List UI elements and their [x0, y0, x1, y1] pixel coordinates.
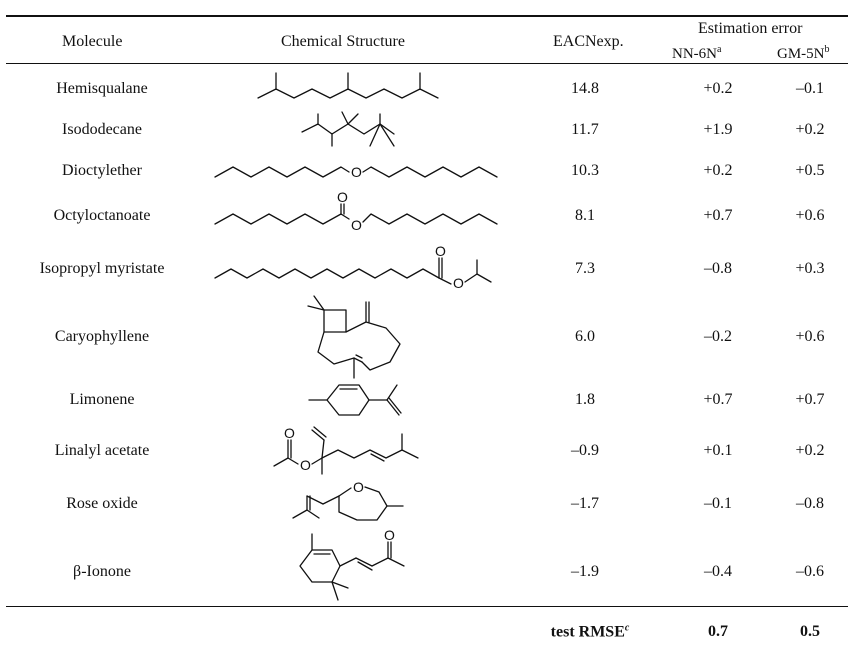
footer-label: test RMSEc — [551, 622, 630, 641]
header-molecule: Molecule — [62, 33, 123, 50]
structure-beta-ionone: O — [299, 527, 405, 601]
row-nn-error: +0.7 — [703, 391, 733, 408]
row-name: Octyloctanoate — [53, 207, 151, 224]
structure-octyloctanoate: O O — [214, 189, 498, 233]
row-name: Dioctylether — [62, 162, 142, 179]
structure-dioctylether: O — [214, 164, 498, 180]
row-name: Hemisqualane — [56, 80, 148, 97]
atom-label-o: O — [284, 425, 295, 441]
row-exp: –1.9 — [571, 563, 599, 580]
atom-label-o: O — [384, 527, 395, 543]
row-nn-error: –0.1 — [704, 495, 732, 512]
atom-label-o: O — [435, 243, 446, 259]
header-structure: Chemical Structure — [281, 33, 405, 50]
row-exp: 10.3 — [571, 162, 599, 179]
header-nn-label: NN-6N — [672, 46, 717, 62]
row-nn-error: –0.2 — [704, 328, 732, 345]
row-name: Linalyl acetate — [54, 442, 150, 459]
row-exp: 1.8 — [575, 391, 595, 408]
header-gm-label: GM-5N — [777, 46, 825, 62]
row-nn-error: +0.2 — [703, 80, 733, 97]
header-nn: NN-6Na — [672, 44, 721, 63]
atom-label-o: O — [353, 479, 364, 495]
row-gm-error: –0.8 — [796, 495, 824, 512]
row-gm-error: +0.6 — [795, 207, 825, 224]
footer-label-sup: c — [624, 622, 630, 634]
footer-nn-rmse: 0.7 — [708, 623, 728, 640]
row-gm-error: +0.5 — [795, 162, 825, 179]
top-rule — [6, 15, 848, 17]
row-name: β-Ionone — [73, 563, 131, 580]
row-gm-error: –0.6 — [796, 563, 824, 580]
row-name: Caryophyllene — [54, 328, 150, 345]
footer-gm-rmse: 0.5 — [800, 623, 820, 640]
structure-isopropyl-myristate: O O — [214, 243, 492, 291]
atom-label-o: O — [351, 217, 362, 233]
footer-label-text: test RMSE — [550, 623, 625, 641]
row-exp: 11.7 — [571, 121, 599, 138]
row-nn-error: –0.4 — [704, 563, 732, 580]
atom-label-o: O — [351, 164, 362, 180]
row-nn-error: +0.2 — [703, 162, 733, 179]
row-exp: 14.8 — [571, 80, 599, 97]
structure-isododecane — [301, 111, 395, 147]
header-exp: EACNexp. — [553, 33, 624, 50]
row-name: Isododecane — [62, 121, 142, 138]
row-gm-error: +0.6 — [795, 328, 825, 345]
row-nn-error: –0.8 — [704, 260, 732, 277]
row-gm-error: +0.2 — [795, 442, 825, 459]
header-gm-sup: b — [824, 44, 830, 55]
structure-caryophyllene — [307, 295, 401, 379]
row-gm-error: +0.3 — [795, 260, 825, 277]
row-exp: 7.3 — [575, 260, 595, 277]
structure-rose-oxide: O — [292, 479, 404, 521]
row-exp: 8.1 — [575, 207, 595, 224]
header-nn-sup: a — [717, 44, 722, 55]
row-gm-error: –0.1 — [796, 80, 824, 97]
row-nn-error: +0.7 — [703, 207, 733, 224]
structure-linalyl-acetate: O O — [273, 425, 419, 475]
row-gm-error: +0.7 — [795, 391, 825, 408]
header-gm: GM-5Nb — [777, 44, 830, 63]
row-name: Isopropyl myristate — [39, 260, 165, 277]
atom-label-o: O — [337, 189, 348, 205]
row-exp: –1.7 — [571, 495, 599, 512]
atom-label-o: O — [453, 275, 464, 291]
structure-limonene — [308, 384, 402, 416]
row-exp: 6.0 — [575, 328, 595, 345]
bottom-rule — [6, 606, 848, 607]
row-name: Limonene — [69, 391, 135, 408]
row-name: Rose oxide — [66, 495, 138, 512]
header-rule — [6, 63, 848, 64]
atom-label-o: O — [300, 457, 311, 473]
row-gm-error: +0.2 — [795, 121, 825, 138]
row-nn-error: +1.9 — [703, 121, 733, 138]
header-estimation-error: Estimation error — [698, 20, 803, 37]
row-exp: –0.9 — [571, 442, 599, 459]
row-nn-error: +0.1 — [703, 442, 733, 459]
structure-hemisqualane — [257, 72, 439, 99]
